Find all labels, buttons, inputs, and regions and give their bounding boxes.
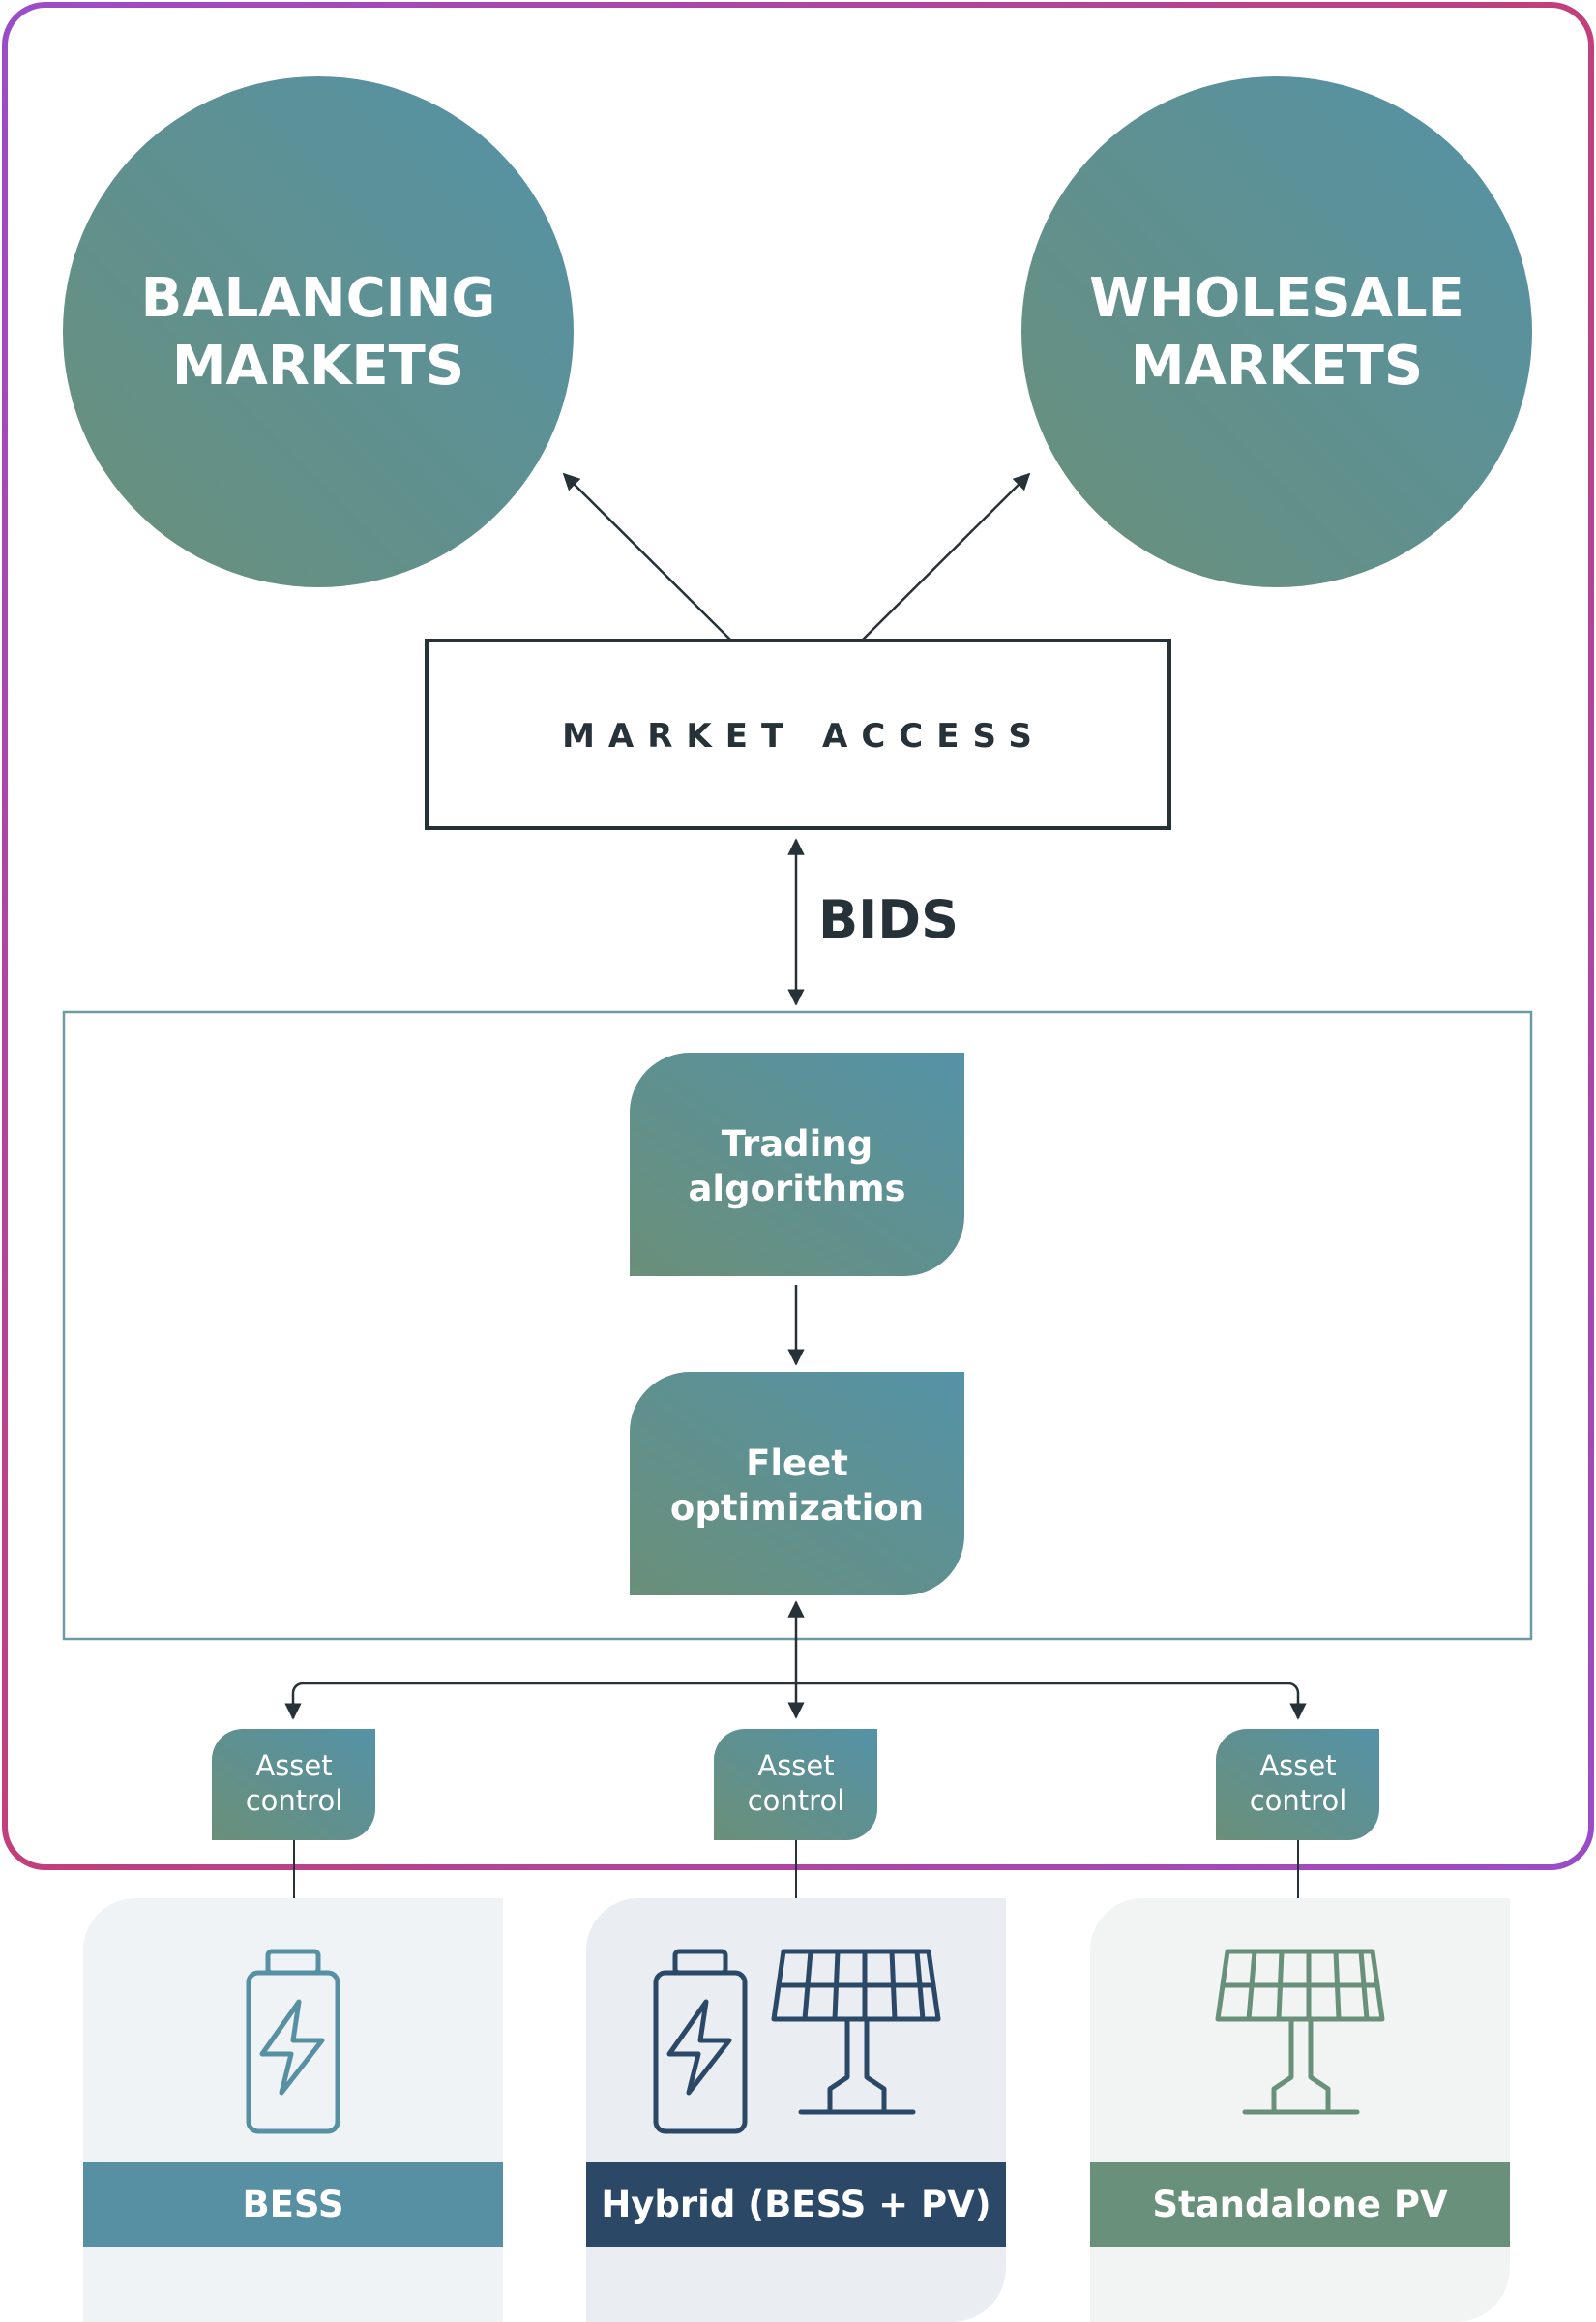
asset-control-right-line1: Asset bbox=[1259, 1749, 1336, 1782]
arrow-to-balancing bbox=[562, 472, 731, 640]
trading-algorithms-line1: Trading bbox=[722, 1123, 872, 1165]
balancing-markets-node: BALANCING MARKETS bbox=[63, 76, 574, 587]
asset-card-bess-label: BESS bbox=[242, 2184, 343, 2225]
fleet-optimization-line2: optimization bbox=[670, 1487, 924, 1529]
asset-card-hybrid-label: Hybrid (BESS + PV) bbox=[601, 2184, 990, 2225]
asset-control-center-line2: control bbox=[748, 1784, 845, 1817]
solar-panel-icon bbox=[1215, 1949, 1385, 2115]
market-access-label: MARKET ACCESS bbox=[562, 717, 1046, 756]
asset-control-left-line1: Asset bbox=[255, 1749, 332, 1782]
bids-label: BIDS bbox=[818, 889, 959, 950]
trading-algorithms-line2: algorithms bbox=[688, 1168, 905, 1209]
wholesale-markets-node: WHOLESALE MARKETS bbox=[1021, 76, 1532, 587]
asset-control-right: Asset control bbox=[1216, 1729, 1379, 1840]
market-access-node: MARKET ACCESS bbox=[425, 639, 1171, 830]
battery-icon bbox=[246, 1949, 340, 2134]
battery-icon bbox=[653, 1949, 748, 2134]
asset-control-center-line1: Asset bbox=[757, 1749, 834, 1782]
solar-panel-icon bbox=[771, 1949, 941, 2115]
arrow-to-wholesale bbox=[862, 472, 1031, 640]
fleet-optimization-line1: Fleet bbox=[746, 1443, 848, 1484]
fleet-optimization-node: Fleet optimization bbox=[630, 1372, 964, 1595]
asset-card-bess: BESS bbox=[83, 1898, 503, 2322]
asset-card-pv: Standalone PV bbox=[1090, 1898, 1510, 2322]
trading-algorithms-node: Trading algorithms bbox=[630, 1053, 964, 1276]
asset-control-left-line2: control bbox=[246, 1784, 343, 1817]
wholesale-markets-line1: WHOLESALE bbox=[1089, 267, 1464, 330]
asset-control-left: Asset control bbox=[212, 1729, 375, 1840]
balancing-markets-line2: MARKETS bbox=[172, 335, 464, 398]
asset-control-right-line2: control bbox=[1250, 1784, 1347, 1817]
platform-frame bbox=[2, 2, 1594, 1870]
balancing-markets-line1: BALANCING bbox=[141, 267, 496, 330]
asset-control-center: Asset control bbox=[714, 1729, 877, 1840]
asset-card-hybrid: Hybrid (BESS + PV) bbox=[586, 1898, 1006, 2322]
asset-distribution-line bbox=[291, 1682, 1300, 1718]
wholesale-markets-line2: MARKETS bbox=[1131, 335, 1423, 398]
asset-card-pv-label: Standalone PV bbox=[1152, 2184, 1448, 2225]
